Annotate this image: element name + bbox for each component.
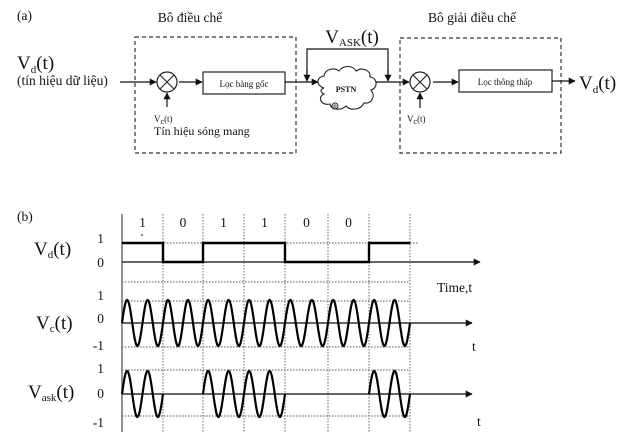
vc-row-label: Vc(t) xyxy=(36,313,73,335)
carrier-description: Tín hiệu sóng mang xyxy=(154,124,250,138)
panel-a-label: (a) xyxy=(17,8,32,23)
vask-level-0: 0 xyxy=(97,386,104,401)
baseband-filter-block xyxy=(202,71,286,95)
vc-carrier-wave-segment xyxy=(283,298,330,348)
carrier-label-demod: Vc(t) xyxy=(407,114,426,126)
input-signal-description: (tín hiệu dữ liệu) xyxy=(17,73,108,88)
demodulator-multiplier-icon xyxy=(409,71,431,93)
bit-label: 1 xyxy=(261,215,268,230)
vask-wave-segment xyxy=(367,369,412,419)
stray-dot xyxy=(141,234,143,236)
vc-level-1: 1 xyxy=(97,288,104,303)
bit-label: 0 xyxy=(303,215,310,230)
vask-level-1: 1 xyxy=(97,361,104,376)
demodulator-box xyxy=(399,37,562,154)
vd-level-1: 1 xyxy=(97,231,104,246)
bit-label: 1 xyxy=(220,215,227,230)
ask-bracket xyxy=(306,48,389,80)
vc-level-minus1: -1 xyxy=(93,338,104,353)
bit-label: 0 xyxy=(345,215,352,230)
vask-wave-segment xyxy=(120,369,165,419)
bit-label: 1 xyxy=(139,215,146,230)
time-axis-label: Time,t xyxy=(437,280,472,295)
bit-labels: 1 0 1 1 0 0 xyxy=(139,215,352,230)
vc-carrier-wave-segment xyxy=(326,298,371,348)
modulator-title: Bô điều chế xyxy=(158,10,223,25)
pstn-label: PSTN xyxy=(336,85,357,94)
panel-b-waveforms: (b) 1 0 1 1 0 0 Time,t t t Vd(t) Vc(t) Vask(t… xyxy=(17,209,481,432)
demodulator-title: Bô giải điều chế xyxy=(428,10,517,25)
input-signal-label: Vd(t) xyxy=(17,53,54,76)
vask-wave-segment xyxy=(242,369,287,419)
waveforms xyxy=(120,241,412,419)
vask-axis-t-label: t xyxy=(477,414,481,429)
vd-square-wave xyxy=(122,241,410,264)
vc-level-0: 0 xyxy=(97,311,104,326)
carrier-label-mod: Vc(t) xyxy=(154,114,173,126)
lowpass-filter-label: Lọc thông thấp xyxy=(478,77,533,87)
vd-level-0: 0 xyxy=(97,255,104,270)
vask-row-label: Vask(t) xyxy=(28,382,74,404)
pstn-cloud-icon xyxy=(317,65,377,110)
modulator-multiplier-icon xyxy=(156,71,178,93)
vask-level-minus1: -1 xyxy=(93,415,104,430)
output-signal-label: Vd(t) xyxy=(579,73,616,96)
modulator-box xyxy=(134,36,297,154)
vc-carrier-wave-segment xyxy=(120,298,165,348)
vd-row-label: Vd(t) xyxy=(34,239,71,261)
bit-label: 0 xyxy=(180,215,187,230)
panel-b-label: (b) xyxy=(17,209,33,224)
ask-signal-label: VASK(t) xyxy=(325,27,379,49)
panel-a-block-diagram: (a) Bô điều chế Bô giải điều chế Vd(t) (… xyxy=(17,8,616,154)
vc-carrier-wave-segment xyxy=(201,298,246,348)
vask-wave-segment xyxy=(201,369,246,419)
vc-axis-t-label: t xyxy=(472,339,476,354)
vc-carrier-wave-segment xyxy=(367,298,412,348)
vc-carrier-wave-segment xyxy=(161,298,205,348)
vc-carrier-wave-segment xyxy=(242,298,287,348)
baseband-filter-label: Lọc bàng gốc xyxy=(220,79,269,89)
